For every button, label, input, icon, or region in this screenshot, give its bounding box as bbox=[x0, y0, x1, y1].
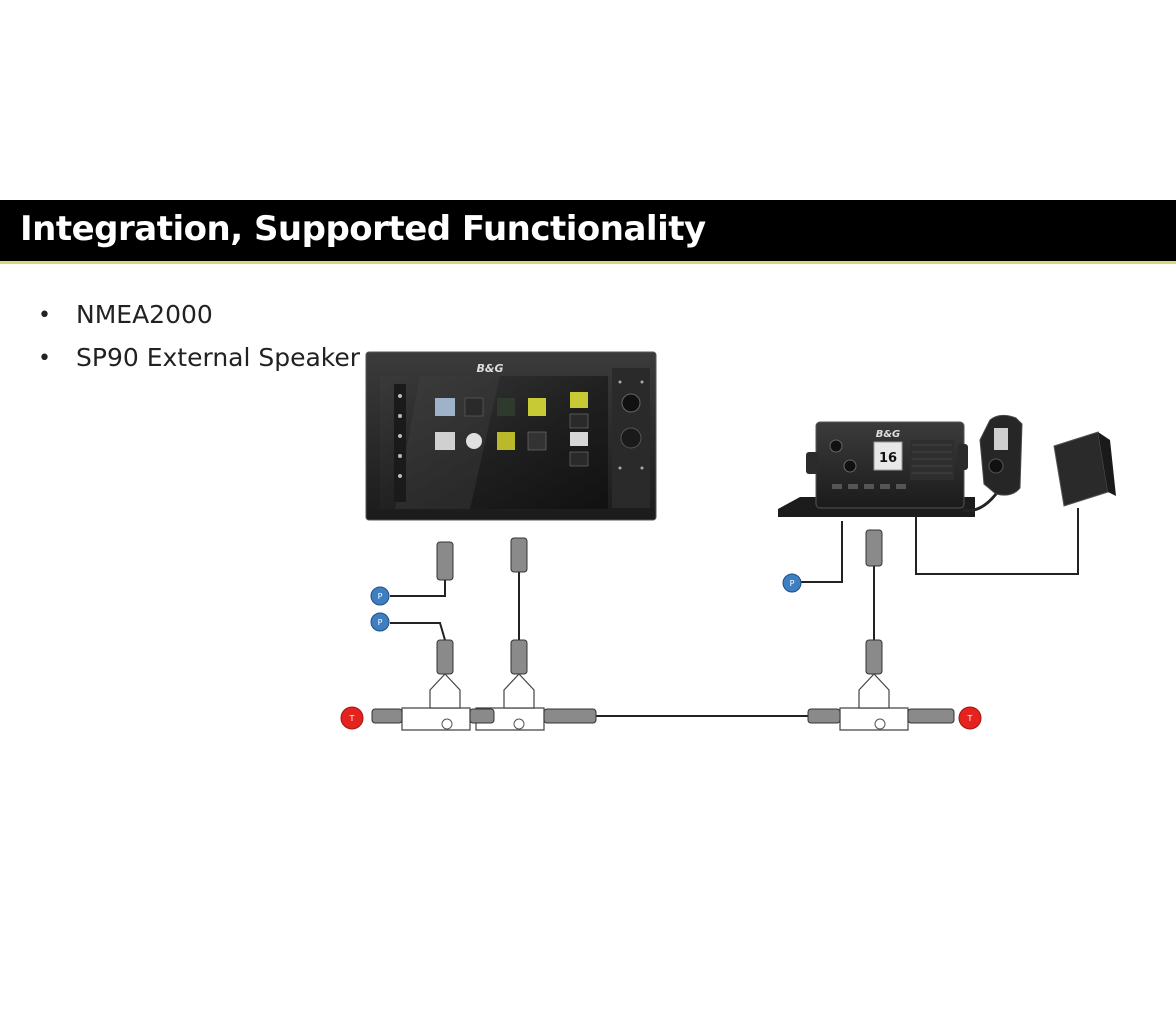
vhf-brand-label: B&G bbox=[876, 429, 901, 440]
power-tag-label: P bbox=[378, 618, 383, 627]
drop-connector-icon bbox=[510, 537, 528, 573]
terminator-right: T bbox=[958, 706, 982, 730]
bullet-dot-icon: • bbox=[38, 346, 51, 371]
t-connector-group bbox=[371, 673, 955, 731]
bullet-text: SP90 External Speaker bbox=[76, 343, 361, 372]
power-connector-icon bbox=[436, 541, 454, 581]
chartplotter-display-icon: B&G bbox=[365, 351, 657, 521]
chartplotter-brand-label: B&G bbox=[476, 362, 503, 375]
power-tag-plotter-2: P bbox=[370, 612, 390, 632]
power-tag-label: P bbox=[790, 579, 795, 588]
drop-connector-icon bbox=[436, 639, 454, 675]
vhf-channel-display: 16 bbox=[879, 451, 897, 466]
title-bar: Integration, Supported Functionality bbox=[0, 200, 1176, 264]
power-tag-radio: P bbox=[782, 573, 802, 593]
t-connector-icon bbox=[401, 707, 471, 731]
bullet-dot-icon: • bbox=[38, 303, 51, 328]
network-cables bbox=[390, 508, 1079, 717]
drop-connector-icon bbox=[510, 639, 528, 675]
power-tag-label: P bbox=[378, 592, 383, 601]
bullet-item-sp90: • SP90 External Speaker bbox=[38, 343, 360, 386]
terminator-left: T bbox=[340, 706, 364, 730]
terminator-label: T bbox=[349, 714, 355, 723]
power-tag-plotter-1: P bbox=[370, 586, 390, 606]
bullet-item-nmea2000: • NMEA2000 bbox=[38, 300, 360, 343]
drop-connector-icon bbox=[865, 529, 883, 567]
vhf-radio-icon: B&G 16 bbox=[778, 421, 975, 517]
slide-title: Integration, Supported Functionality bbox=[20, 209, 706, 249]
connector-group bbox=[436, 529, 883, 675]
terminator-label: T bbox=[967, 714, 973, 723]
bullet-list: • NMEA2000 • SP90 External Speaker bbox=[38, 300, 360, 386]
bullet-text: NMEA2000 bbox=[76, 300, 213, 329]
drop-connector-icon bbox=[865, 639, 883, 675]
handset-microphone-icon bbox=[961, 414, 1023, 513]
speaker-icon bbox=[1053, 431, 1116, 507]
t-connector-icon bbox=[839, 707, 909, 731]
